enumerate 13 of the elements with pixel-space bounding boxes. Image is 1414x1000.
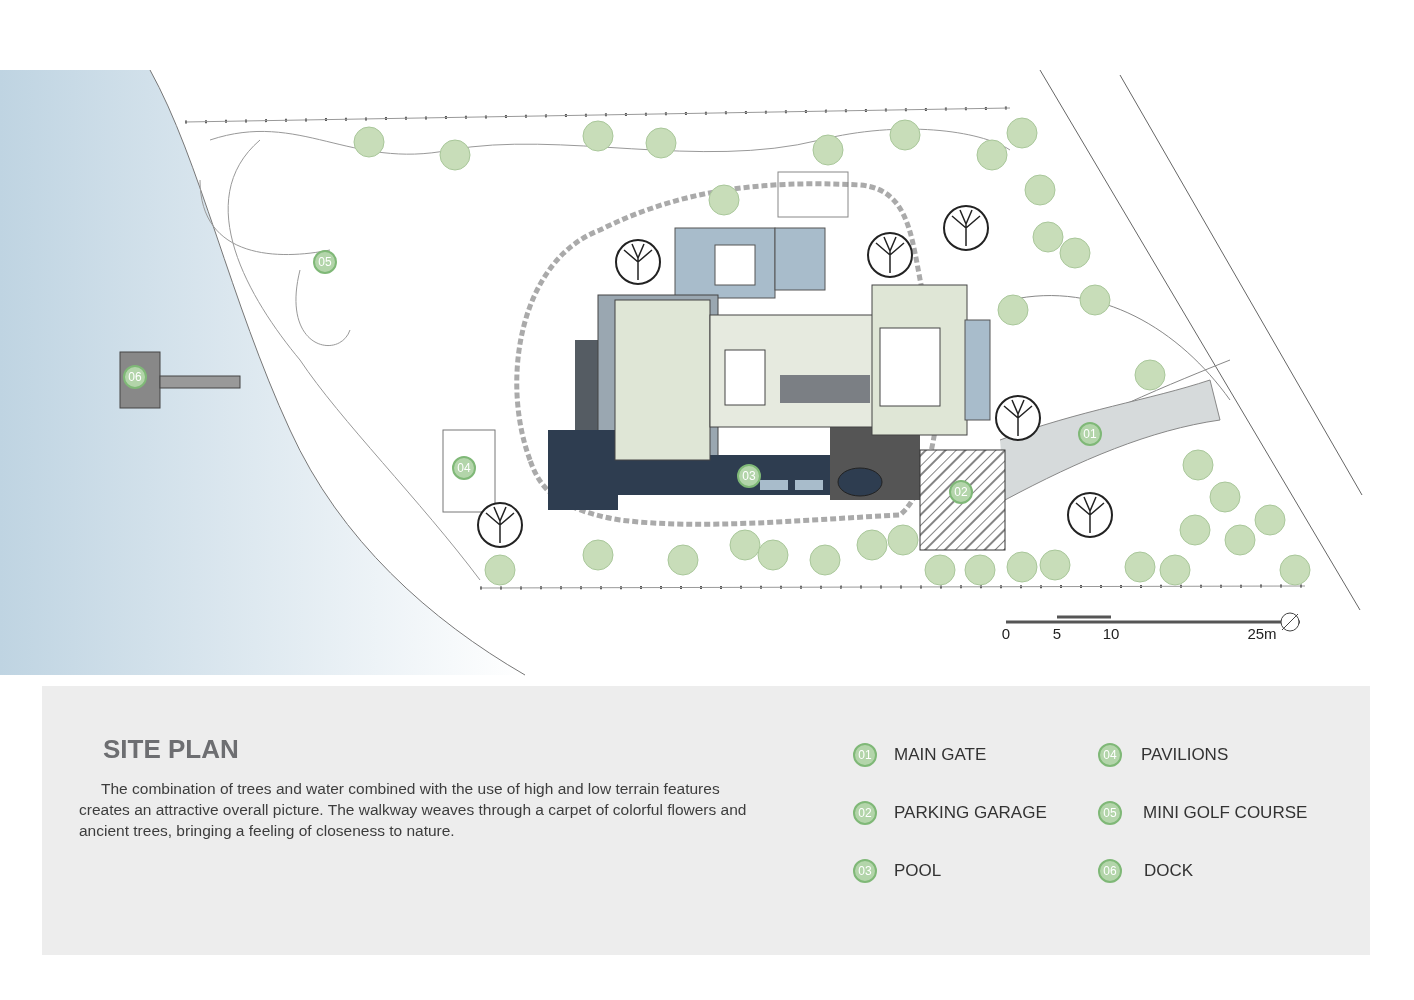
scale-label: 0 [1001, 625, 1011, 642]
scale-label: 25m [1247, 625, 1277, 642]
node-label: PARKING GARAGE [894, 803, 1047, 823]
node-label: PAVILIONS [1141, 745, 1229, 765]
description: The combination of trees and water combined with the use of high and low terrain features creates an attractive overall picture. The walkway weaves through a carpet of colorful flowers and ancient trees, bringing a feeling of closeness to nature. [79, 779, 748, 841]
node-label: DOCK [1144, 861, 1194, 881]
title: SITE PLAN [103, 734, 239, 765]
scale-label: 10 [1102, 625, 1120, 642]
node-label: MAIN GATE [894, 745, 987, 765]
callout-number: 05 [313, 250, 337, 274]
node-label: POOL [894, 861, 942, 881]
scale-label: 5 [1052, 625, 1062, 642]
node-label: MINI GOLF COURSE [1143, 803, 1308, 823]
